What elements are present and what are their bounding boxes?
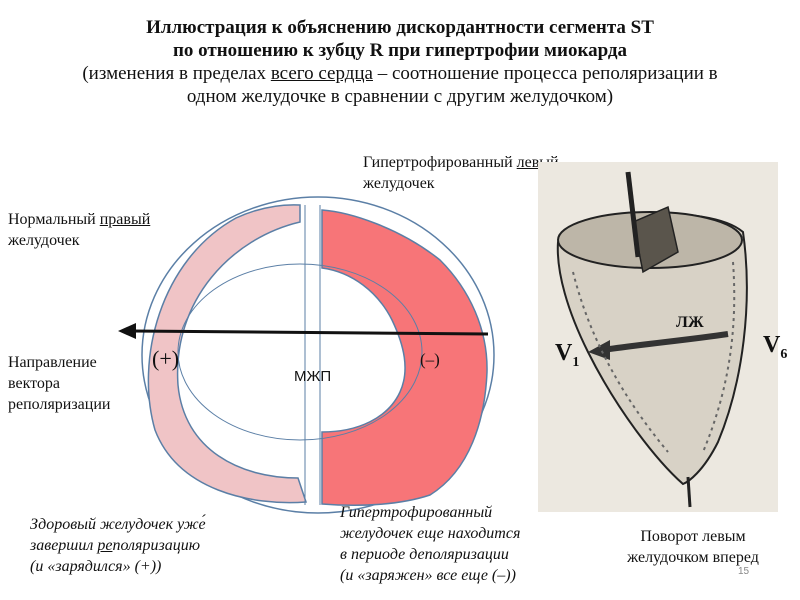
rotation-shaft-bottom bbox=[686, 476, 692, 508]
title-line-2: по отношению к зубцу R при гипертрофии м… bbox=[172, 40, 628, 61]
lv-label-line2: желудочек bbox=[363, 175, 435, 192]
right-ventricle-label: Нормальный правый желудочек bbox=[8, 209, 150, 251]
plus-sign-label: (+) bbox=[152, 346, 180, 371]
shading-right bbox=[702, 261, 736, 453]
subtitle-line-1: (изменения в пределах всего сердца – соо… bbox=[0, 62, 800, 85]
subtitle-underlined: всего сердца bbox=[270, 63, 373, 84]
healthy-line2-underlined: ре bbox=[97, 537, 113, 554]
rv-label-underlined: правый bbox=[99, 211, 151, 228]
rotation-caption: Поворот левым желудочком вперед bbox=[608, 526, 778, 568]
rotation-caption-line2: желудочком вперед bbox=[627, 549, 759, 566]
heart-outer-outline bbox=[141, 196, 495, 514]
rotation-arrow bbox=[602, 331, 729, 353]
healthy-caption-line3: (и «зарядился» (+)) bbox=[30, 558, 162, 575]
minus-sign-label: (–) bbox=[420, 350, 440, 369]
title-line-1: Иллюстрация к объяснению дискордантности… bbox=[146, 17, 654, 38]
v6-main: V bbox=[763, 332, 781, 358]
rotation-sketch bbox=[556, 171, 748, 508]
septum-label: МЖП bbox=[294, 368, 332, 385]
rotation-shaft bbox=[625, 171, 641, 258]
vector-label-line1: Направление bbox=[8, 354, 97, 371]
healthy-line2-post: поляризацию bbox=[112, 537, 200, 554]
left-ventricle-wall bbox=[321, 209, 488, 507]
lead-v6-label: V6 bbox=[763, 332, 787, 363]
lead-v1-label: V1 bbox=[555, 340, 579, 371]
hyper-caption-line2: желудочек еще находится bbox=[340, 525, 521, 542]
vector-label-line2: вектора bbox=[8, 375, 61, 392]
lv-label-pre: Гипертрофированный bbox=[363, 154, 517, 171]
healthy-ventricle-caption: Здоровый желудочек уже́ завершил реполяр… bbox=[30, 514, 206, 577]
rv-label-pre: Нормальный bbox=[8, 211, 100, 228]
healthy-caption-line2: завершил реполяризацию bbox=[30, 535, 206, 556]
repolarization-vector-arrow bbox=[131, 329, 489, 336]
left-ventricle-label: Гипертрофированный левый желудочек bbox=[363, 152, 559, 194]
inner-cavity-outline bbox=[177, 263, 423, 441]
hypertrophied-ventricle-caption: Гипертрофированный желудочек еще находит… bbox=[340, 502, 520, 586]
v1-sub: 1 bbox=[572, 354, 580, 370]
healthy-line2-pre: завершил bbox=[30, 537, 98, 554]
shading-left bbox=[572, 271, 669, 453]
rotation-arrow-head bbox=[588, 340, 610, 360]
rotation-caption-line1: Поворот левым bbox=[640, 528, 746, 545]
rv-label-line2: желудочек bbox=[8, 232, 80, 249]
v6-sub: 6 bbox=[780, 346, 788, 362]
right-ventricle-wall bbox=[147, 204, 308, 504]
healthy-caption-line1: Здоровый желудочек уже́ bbox=[30, 516, 206, 533]
hyper-caption-line1: Гипертрофированный bbox=[340, 504, 493, 521]
slide-title: Иллюстрация к объяснению дискордантности… bbox=[0, 16, 800, 108]
hyper-caption-line4: (и «заряжен» все еще (–)) bbox=[340, 567, 516, 584]
arrow-head bbox=[118, 323, 136, 339]
subtitle-post: – соотношение процесса реполяризации в bbox=[372, 63, 718, 84]
left-ventricle-rotation-illustration bbox=[538, 162, 778, 512]
hyper-caption-line3: в периоде деполяризации bbox=[340, 546, 509, 563]
subtitle-line-2: одном желудочке в сравнении с другим жел… bbox=[186, 86, 614, 107]
vector-label-line3: реполяризации bbox=[8, 396, 111, 413]
subtitle-pre: (изменения в пределах bbox=[82, 63, 271, 84]
lv-abbrev-label: ЛЖ bbox=[676, 314, 704, 331]
page-number: 15 bbox=[738, 566, 750, 577]
vector-direction-label: Направление вектора реполяризации bbox=[8, 352, 110, 415]
v1-main: V bbox=[555, 340, 573, 366]
